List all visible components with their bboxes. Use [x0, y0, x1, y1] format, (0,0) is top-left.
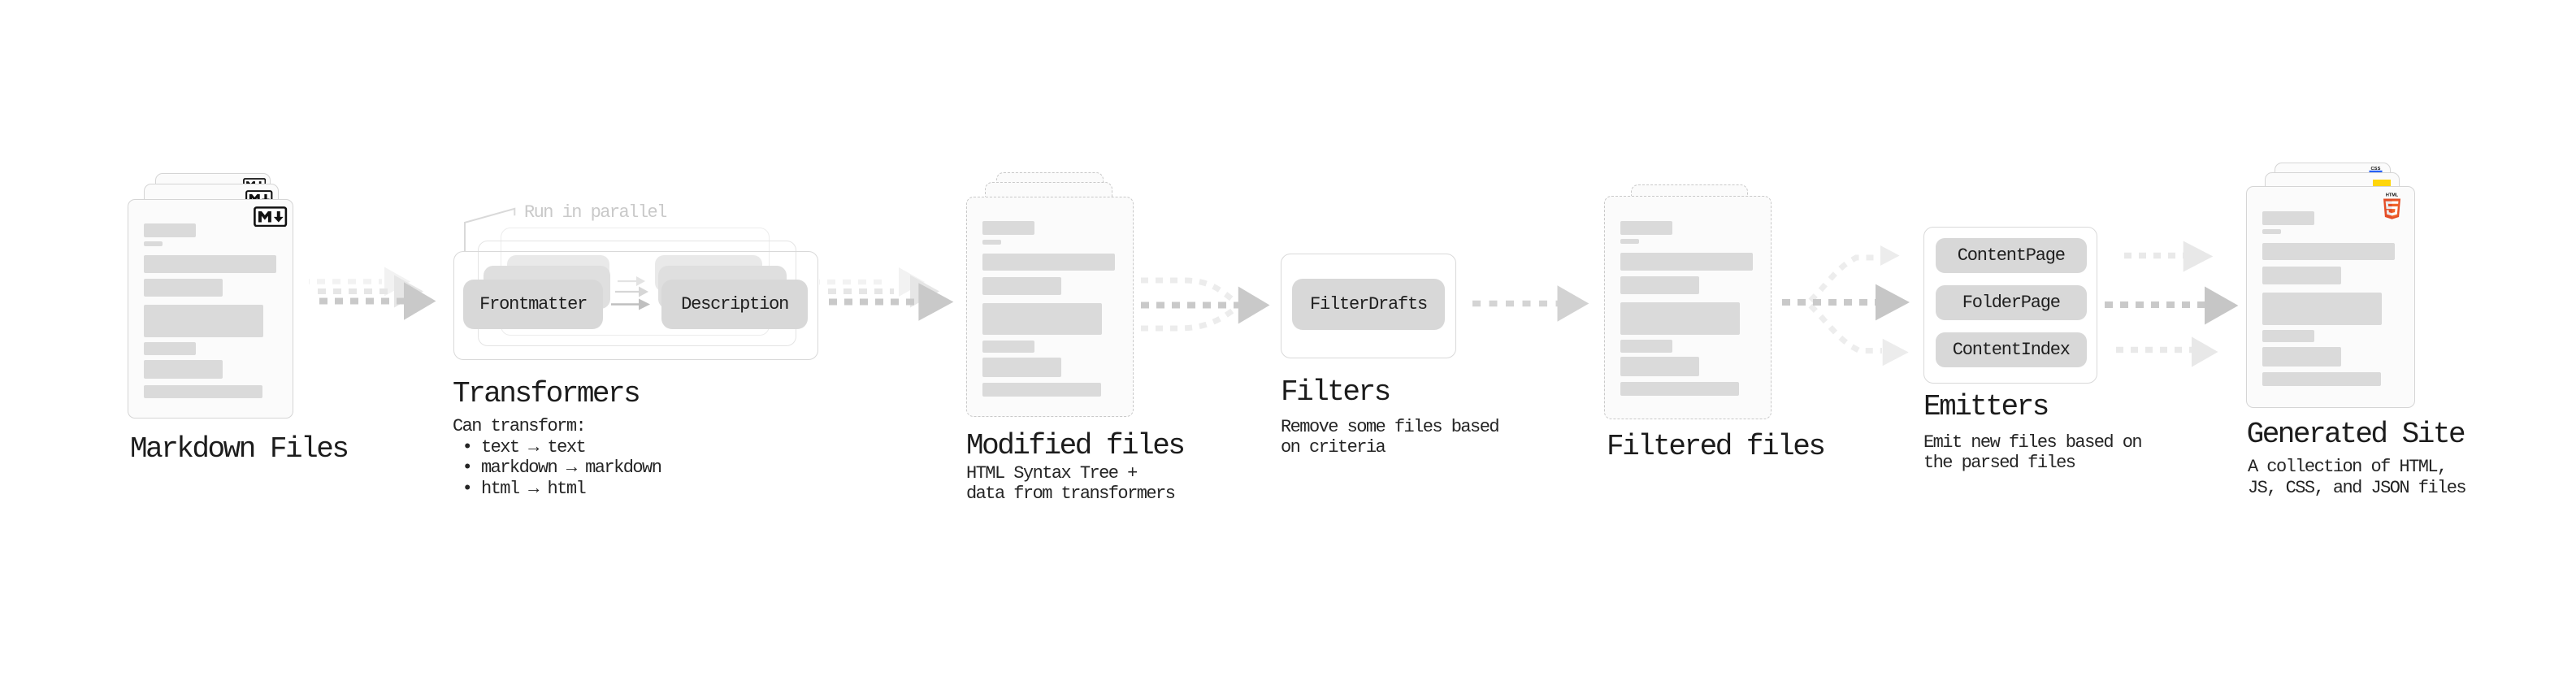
svg-text:HTML: HTML [2386, 193, 2399, 198]
svg-text:CSS: CSS [2370, 166, 2380, 171]
